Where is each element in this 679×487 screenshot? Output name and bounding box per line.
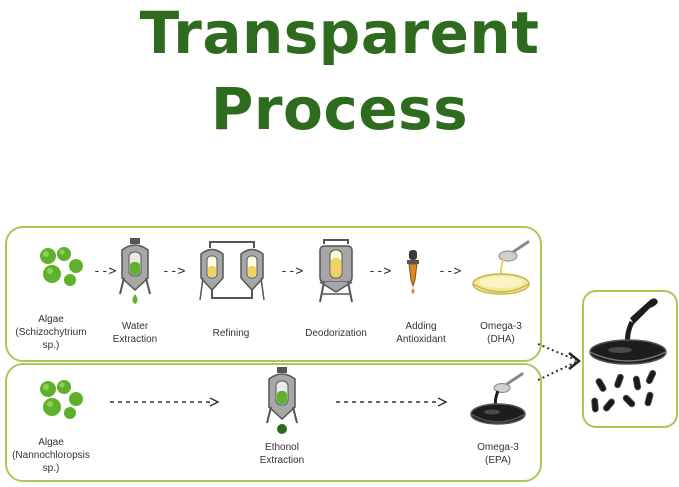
step-label-omega3-epa: Omega-3 (EPA) [477, 442, 519, 466]
step-label-algae-epa: Algae (Nannochloropsis sp.) [12, 437, 90, 474]
page-title-line-2: Process [210, 75, 469, 143]
dashed-arrow [110, 397, 220, 407]
refining-tanks-icon [199, 241, 265, 301]
step-label-deodorization: Deodorization [305, 328, 367, 339]
dropper-icon [407, 250, 419, 294]
dashed-arrow [336, 397, 448, 407]
dha-process-panel [5, 226, 542, 362]
process-arrow: --> [280, 264, 304, 279]
process-arrow: --> [93, 264, 117, 279]
process-arrow: --> [438, 264, 462, 279]
step-label-water-extraction: Water Extraction [112, 321, 158, 345]
step-label-ethonol-extraction: Ethonol Extraction [259, 442, 305, 466]
step-label-algae: Algae (Schizochytrium sp.) [15, 314, 87, 351]
merge-arrows [537, 343, 582, 381]
page-title-line-1: Transparent [139, 0, 540, 67]
extraction-tank-icon [119, 238, 151, 304]
deodorization-tower-icon [319, 239, 353, 303]
step-label-adding-antioxidant: Adding Antioxidant [396, 321, 446, 345]
dark-oil-dish-icon [470, 372, 526, 425]
algae-cells-icon [40, 380, 83, 419]
process-arrow: --> [162, 264, 186, 279]
step-label-refining: Refining [212, 328, 250, 339]
step-label-omega3-dha: Omega-3 (DHA) [480, 321, 522, 345]
extraction-tank-icon [266, 367, 298, 434]
capsules-and-oil-icon [589, 298, 667, 413]
process-arrow: --> [368, 264, 392, 279]
oil-dish-icon [472, 240, 530, 295]
algae-cells-icon [40, 247, 83, 286]
